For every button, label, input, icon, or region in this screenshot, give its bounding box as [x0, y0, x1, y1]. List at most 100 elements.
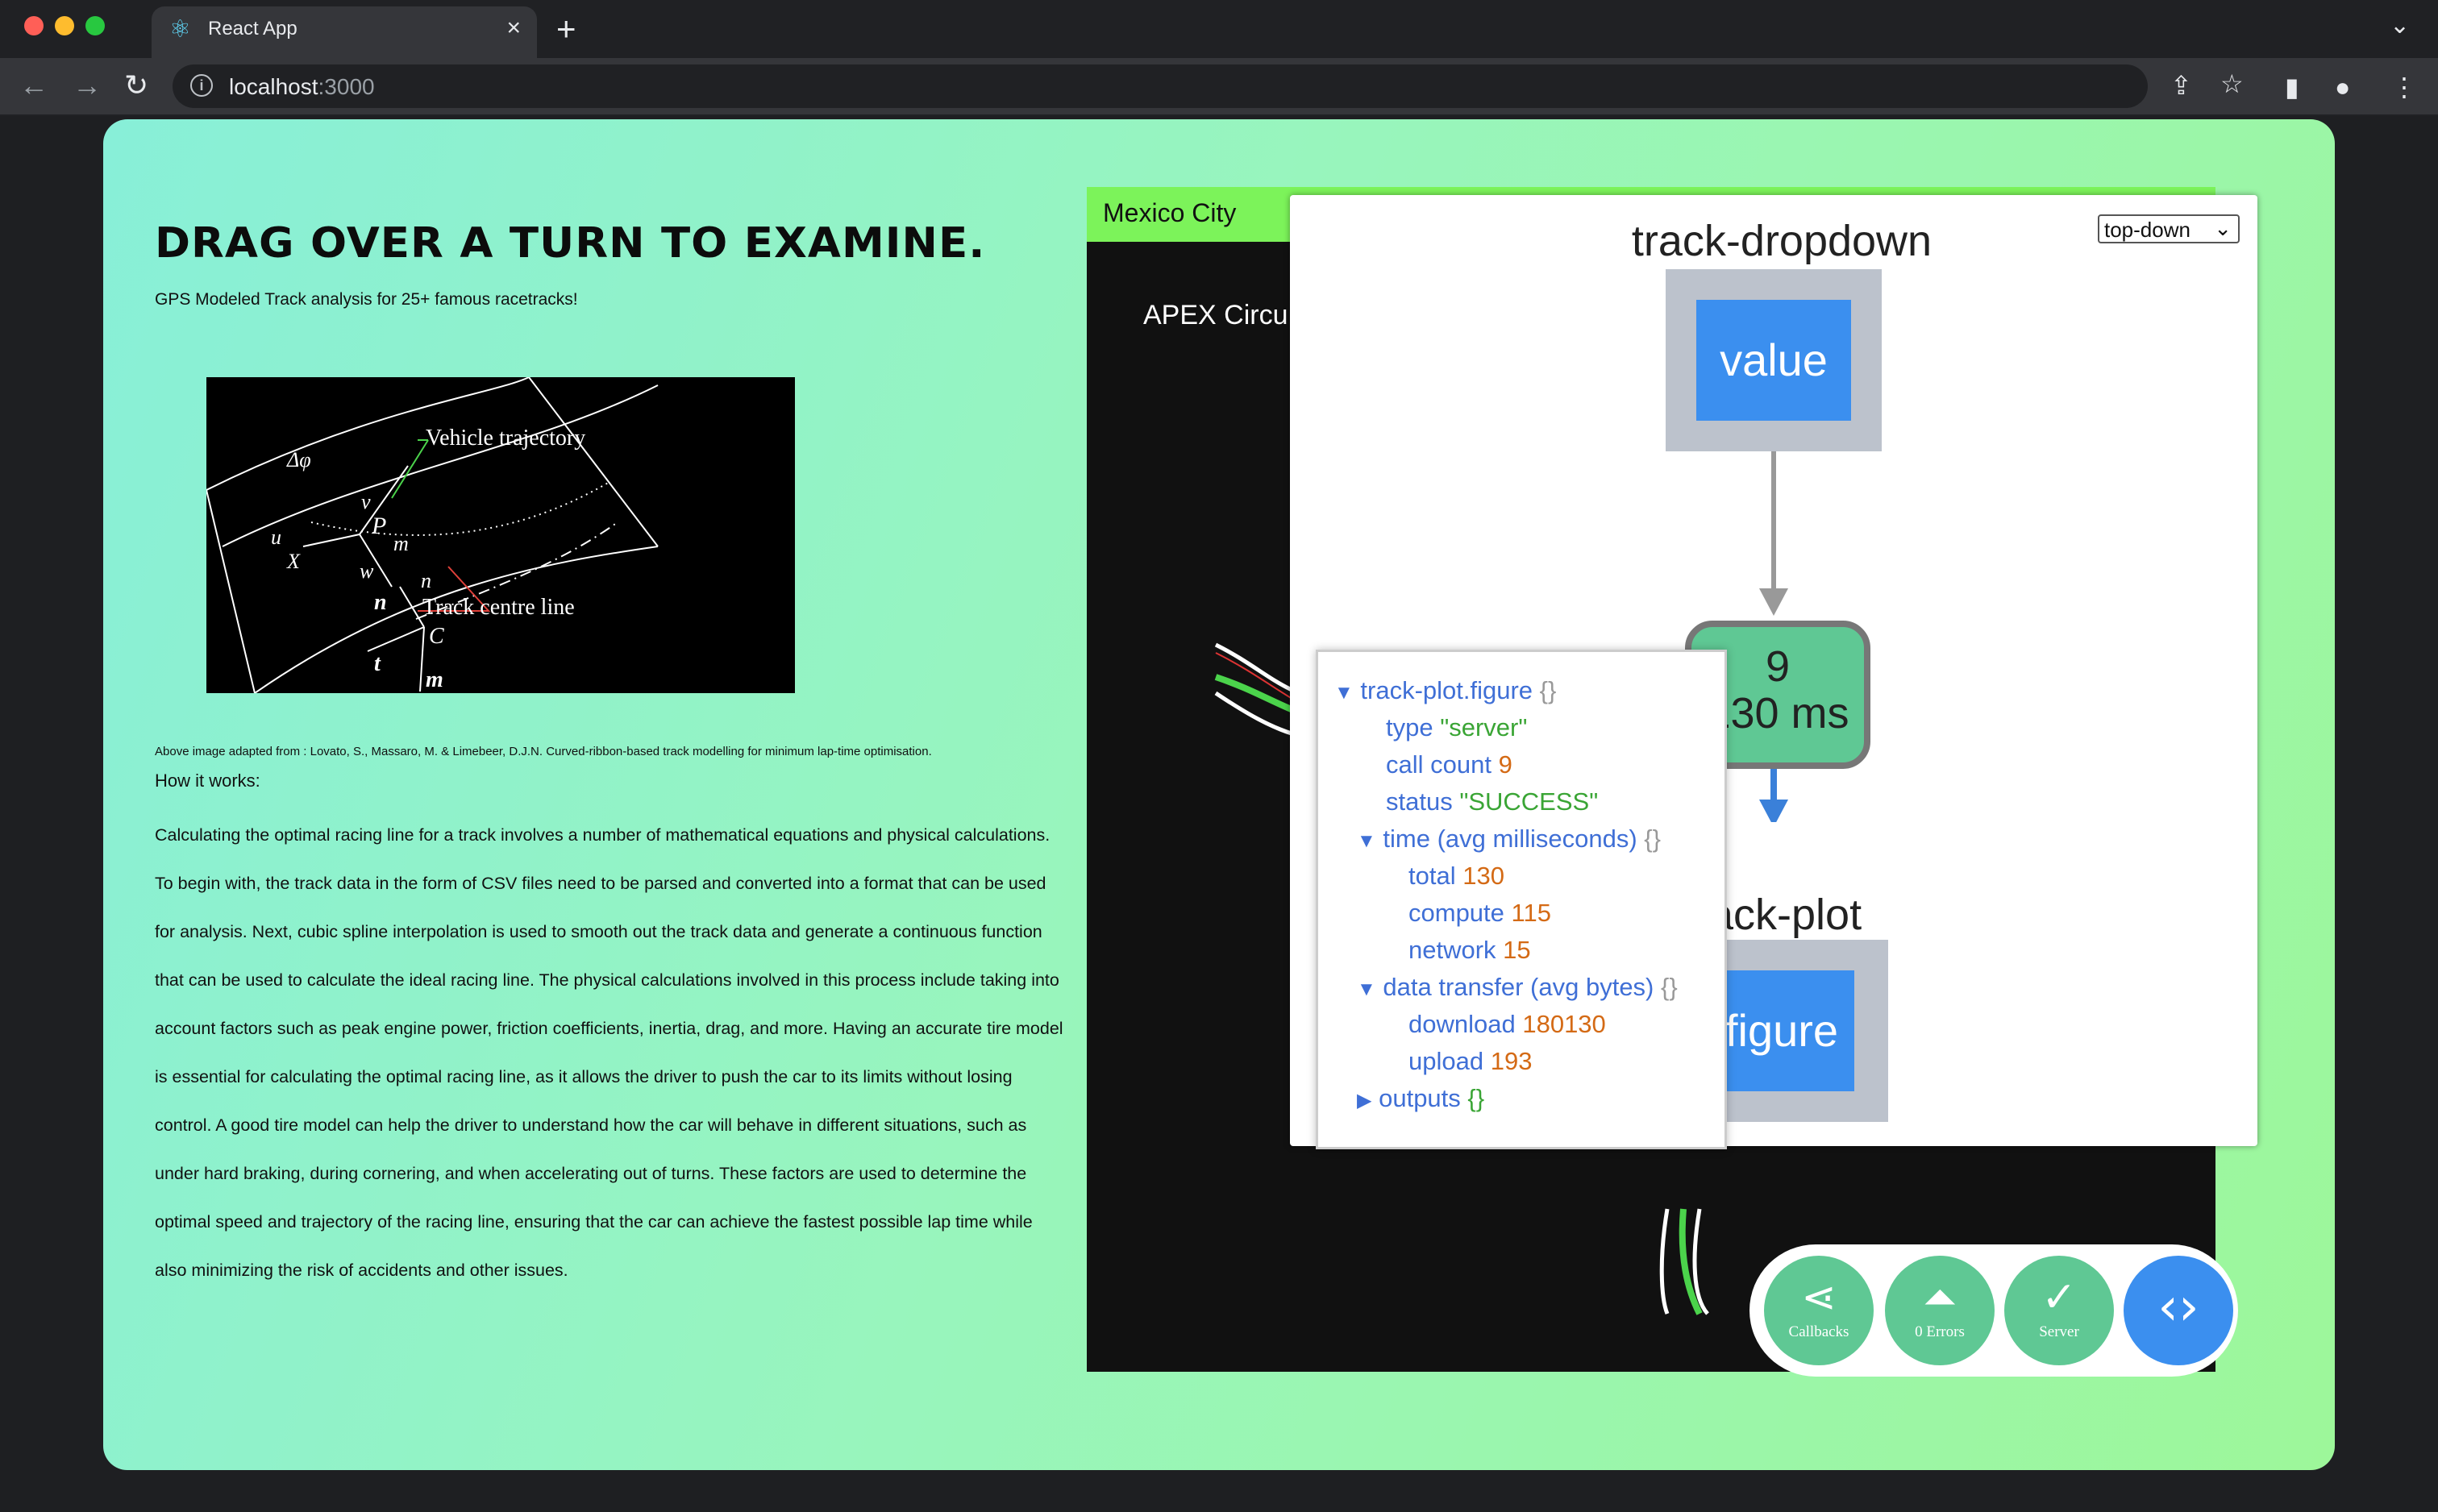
track-dropdown-value: Mexico City	[1103, 198, 1237, 227]
v-symbol: v	[361, 490, 371, 513]
json-value: 9	[1498, 750, 1512, 779]
side-panel-icon[interactable]: ▮	[2285, 73, 2299, 102]
menu-kebab-icon[interactable]: ⋮	[2391, 73, 2417, 102]
json-download-row: download 180130	[1408, 1010, 1606, 1039]
json-brace: {}	[1644, 825, 1661, 853]
bookmark-star-icon[interactable]: ☆	[2220, 69, 2244, 98]
json-key: download	[1408, 1010, 1516, 1038]
json-value: 193	[1490, 1047, 1533, 1075]
url-port: :3000	[318, 74, 375, 99]
json-key: status	[1386, 787, 1453, 816]
json-root-row[interactable]: ▼ track-plot.figure {}	[1334, 676, 1556, 705]
json-key: total	[1408, 862, 1456, 890]
reload-icon[interactable]: ↻	[124, 69, 149, 102]
json-time-row[interactable]: ▼ time (avg milliseconds) {}	[1357, 825, 1661, 854]
callback-node[interactable]: 9 130 ms	[1685, 621, 1870, 769]
callbacks-button[interactable]: ⋖ Callbacks	[1764, 1256, 1874, 1365]
url-host: localhost	[229, 74, 318, 99]
react-logo-icon: ⚛	[169, 16, 191, 43]
json-key: data transfer (avg bytes)	[1383, 973, 1654, 1001]
json-type-row: type "server"	[1386, 713, 1527, 742]
code-brackets-icon: ‹›	[2157, 1277, 2199, 1337]
input-component-label: track-dropdown	[1631, 217, 1933, 265]
browser-tab-bar: ⚛ React App × + ⌄	[0, 0, 2438, 58]
profile-icon[interactable]: ●	[2335, 73, 2351, 102]
new-tab-icon[interactable]: +	[556, 10, 576, 48]
back-arrow-icon[interactable]: ←	[19, 69, 48, 102]
toggle-devtools-button[interactable]: ‹›	[2124, 1256, 2233, 1365]
page-viewport: DRAG OVER A TURN TO EXAMINE. GPS Modeled…	[0, 116, 2438, 1512]
checkmark-icon: ✓	[2041, 1273, 2077, 1322]
how-it-works-body: Calculating the optimal racing line for …	[155, 825, 1063, 1280]
expanded-triangle-icon[interactable]: ▼	[1357, 830, 1376, 852]
json-key: network	[1408, 936, 1496, 964]
json-call-count-row: call count 9	[1386, 750, 1512, 779]
output-property-node[interactable]: figure	[1709, 970, 1854, 1091]
tab-title: React App	[208, 18, 297, 39]
json-value: "server"	[1440, 713, 1528, 741]
server-button[interactable]: ✓ Server	[2004, 1256, 2114, 1365]
n-vector-symbol: n	[374, 590, 387, 615]
track-model-diagram-svg	[206, 376, 659, 694]
json-outputs-row[interactable]: ▶ outputs {}	[1357, 1084, 1484, 1113]
collapsed-triangle-icon[interactable]: ▶	[1357, 1090, 1372, 1111]
share-icon: ⋖	[1801, 1273, 1837, 1322]
dev-tools-bar: ⋖ Callbacks ⏶ 0 Errors ✓ Server ‹›	[1749, 1244, 2238, 1377]
forward-arrow-icon[interactable]: →	[73, 69, 102, 102]
json-key: track-plot.figure	[1360, 676, 1533, 704]
w-symbol: w	[360, 559, 374, 583]
json-brace: {}	[1467, 1084, 1485, 1112]
bell-icon: ⏶	[1923, 1273, 1957, 1322]
expanded-triangle-icon[interactable]: ▼	[1334, 682, 1354, 704]
t-vector-symbol: t	[374, 651, 381, 676]
input-property-node[interactable]: value	[1696, 300, 1851, 421]
x-symbol: X	[287, 550, 300, 573]
page-subtitle: GPS Modeled Track analysis for 25+ famou…	[155, 290, 578, 309]
share-icon[interactable]: ⇪	[2170, 71, 2192, 100]
info-icon[interactable]: i	[190, 74, 213, 97]
browser-toolbar: ← → ↻ i localhost:3000 ⇪ ☆ ▮ ● ⋮	[0, 58, 2438, 116]
callback-time: 130 ms	[1706, 689, 1849, 737]
json-total-row: total 130	[1408, 862, 1504, 891]
server-label: Server	[2039, 1323, 2079, 1340]
vehicle-trajectory-label: Vehicle trajectory	[426, 426, 586, 451]
plot-title: APEX Circu	[1143, 300, 1288, 330]
output-component-label: ack-plot	[1709, 891, 1862, 939]
json-key: type	[1386, 713, 1433, 741]
address-bar[interactable]: i localhost:3000 ⇪ ☆	[173, 64, 2244, 108]
window-minimize-button[interactable]	[55, 16, 74, 35]
u-symbol: u	[271, 525, 281, 549]
browser-tab[interactable]: ⚛ React App ×	[152, 6, 537, 58]
url-text[interactable]: localhost:3000	[229, 74, 375, 100]
n-symbol: n	[421, 569, 431, 592]
json-value: 130	[1462, 862, 1504, 890]
errors-label: 0 Errors	[1915, 1323, 1965, 1340]
json-network-row: network 15	[1408, 936, 1531, 965]
json-value: 115	[1511, 899, 1551, 927]
json-value: "SUCCESS"	[1459, 787, 1599, 816]
callback-count: 9	[1765, 642, 1791, 691]
json-key: time (avg milliseconds)	[1383, 825, 1637, 853]
json-value: 15	[1503, 936, 1531, 964]
track-model-diagram: Vehicle trajectory Track centre line Δφ …	[206, 376, 795, 694]
layout-select-value: top-down	[2104, 218, 2190, 242]
tab-close-icon[interactable]: ×	[506, 15, 521, 41]
tab-search-chevron-icon[interactable]: ⌄	[2390, 12, 2411, 39]
callback-info-popup[interactable]: ▼ track-plot.figure {} type "server" cal…	[1316, 650, 1727, 1149]
window-close-button[interactable]	[24, 16, 44, 35]
json-value: 180130	[1522, 1010, 1606, 1038]
json-key: upload	[1408, 1047, 1484, 1075]
errors-button[interactable]: ⏶ 0 Errors	[1885, 1256, 1995, 1365]
callbacks-label: Callbacks	[1788, 1323, 1849, 1340]
json-brace: {}	[1539, 676, 1557, 704]
delta-phi-symbol: Δφ	[287, 448, 311, 471]
window-maximize-button[interactable]	[85, 16, 105, 35]
layout-select[interactable]: top-down ⌄	[2098, 214, 2240, 243]
callback-graph[interactable]: top-down ⌄ track-dropdown value 9 130 ms…	[1290, 195, 2257, 1146]
m-vector-symbol: m	[426, 667, 443, 692]
json-compute-row: compute 115	[1408, 899, 1551, 928]
expanded-triangle-icon[interactable]: ▼	[1357, 978, 1376, 1000]
json-status-row: status "SUCCESS"	[1386, 787, 1598, 816]
c-symbol: C	[429, 624, 444, 649]
json-transfer-row[interactable]: ▼ data transfer (avg bytes) {}	[1357, 973, 1678, 1002]
